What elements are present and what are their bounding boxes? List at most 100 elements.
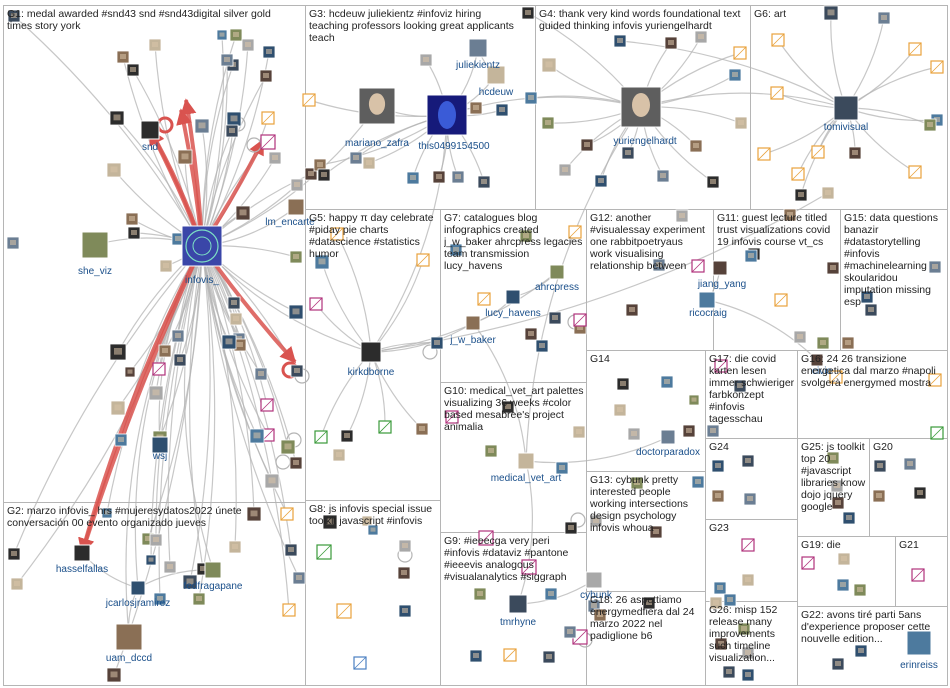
node-label-fedfragapane: fedfragapane [184,581,243,592]
edge-7 [200,75,267,247]
edge-105 [370,259,424,353]
edge-67 [113,245,205,676]
node-snd[interactable] [140,120,160,140]
node-label-ahrcpress: ahrcpress [535,282,579,293]
node-label-civio: civio [812,366,832,377]
node-label-hasselfallas: hasselfallas [56,564,108,575]
edge-144 [525,436,669,464]
node-kirkdborne[interactable] [360,341,382,363]
node-infovis-[interactable] [181,225,223,267]
node-label-lm-encarte: lm_encarte [265,217,315,228]
node-lm-encarte[interactable] [287,198,305,216]
node-label-yuriengelhardt: yuriengelhardt [613,136,677,147]
node-label-snd: snd [142,142,158,153]
node-wsj[interactable] [151,436,169,454]
node-fedfragapane[interactable] [204,561,222,579]
node-label-wsj: wsj [152,451,167,462]
edge-103 [336,233,374,353]
self-loop [275,454,291,470]
edge-88 [845,17,885,109]
group-label-g7: G7: catalogues blog infographics created… [444,212,583,272]
group-label-g5: G5: happy π day celebrate #piday pie cha… [309,212,434,260]
node-medical-vet-art[interactable] [517,452,535,470]
group-label-g15: G15: data questions banazir #datastoryte… [844,212,938,308]
node-label-ricocraig: ricocraig [689,308,727,319]
node-jcarlosjramirez[interactable] [130,580,146,596]
edge-61 [201,245,290,611]
edge-1 [122,56,203,247]
edge-138 [640,92,847,109]
node-ahrcpress[interactable] [549,264,565,280]
edge-87 [830,12,847,109]
group-label-g22: G22: avons tiré parti 5ans d'experience … [801,609,931,645]
group-label-g6: G6: art [754,8,787,20]
edge-63 [200,245,237,548]
node-label-j-w-baker: j_w_baker [449,335,496,346]
node-label-she-viz: she_viz [78,266,112,277]
node-lucy-havens[interactable] [505,289,521,305]
edge-53 [16,245,204,585]
node-ricocraig[interactable] [698,291,716,309]
node-label-jcarlosjramirez: jcarlosjramirez [105,598,170,609]
node-label-cybunk: cybunk [580,590,613,601]
edge-108 [370,351,386,428]
group-label-g23: G23 [709,522,729,534]
node-vt-cs-yang[interactable] [712,260,728,276]
node-label-this0499154500: this0499154500 [418,141,490,152]
edge-86 [619,40,847,109]
node-hasselfallas[interactable] [73,544,91,562]
node-tomivisual[interactable] [833,95,859,121]
node-label-doctorparadox: doctorparadox [636,447,700,458]
group-label-g17: G17: die covid karten lesen immer schwie… [709,353,795,425]
group-label-g3: G3: hcdeuw juliekientz #infoviz hiring t… [309,8,514,44]
group-label-g19: G19: die [801,539,841,551]
edge-110 [346,351,374,437]
group-label-g4: G4: thank very kind words foundational t… [539,8,741,32]
group-label-g25: G25: js toolkit top 20 #javascript libra… [801,441,866,513]
node-hcdeuw[interactable] [486,65,506,85]
node-label-erinreiss: erinreiss [900,660,938,671]
group-label-g16: G16: 24 26 transizione energetica dal ma… [801,353,936,389]
edge-147 [517,460,533,605]
edge-145 [472,322,527,462]
edge-152 [370,114,450,353]
node-label-lucy-havens: lucy_havens [485,308,541,319]
node-label-mariano-zafra: mariano_zafra [345,138,409,149]
node-tmrhyne[interactable] [508,594,528,614]
edge-10 [200,59,228,247]
group-box-g25 [797,438,870,537]
node-uam-dccd[interactable] [115,623,143,651]
group-label-g2: G2: marzo infovis_ hrs #mujeresydatos202… [7,505,242,529]
node-erinreiss[interactable] [906,630,932,656]
node-juliekientz[interactable] [468,38,488,58]
node-she-viz[interactable] [81,231,109,259]
edge-128 [183,245,215,571]
node-civio[interactable] [810,353,824,367]
group-label-g18: G18: 26 aspettiamo energymedfiera dal 24… [590,594,695,642]
edge-68 [150,245,204,561]
edge-60 [199,245,300,579]
edge-151 [706,298,818,361]
group-label-g13: G13: cybunk pretty interested people wor… [590,474,689,534]
group-label-g24: G24 [709,441,729,453]
node-label-tomivisual: tomivisual [824,122,868,133]
edge-62 [188,245,205,570]
group-label-g11: G11: guest lecture titled trust visualiz… [717,212,831,248]
node-label-tmrhyne: tmrhyne [500,617,537,628]
node-cybunk[interactable] [585,571,603,589]
node-doctorparadox[interactable] [660,429,676,445]
node-j-w-baker[interactable] [465,315,481,331]
edge-65 [198,245,216,600]
node-label-hcdeuw: hcdeuw [479,87,514,98]
group-label-g14: G14 [590,353,610,365]
node-label-juliekientz: juliekientz [455,60,500,71]
node-label-uam-dccd: uam_dccd [106,653,152,664]
node-label-medical-vet-art: medical_vet_art [491,473,562,484]
edge-91 [845,66,938,109]
edge-66 [167,245,204,568]
self-loop [570,512,586,528]
group-label-g9: G9: #ieeecga very peri #infovis #dataviz… [444,535,569,583]
group-label-g26: G26: misp 152 release many improvements … [709,604,778,664]
edge-64 [158,245,204,600]
